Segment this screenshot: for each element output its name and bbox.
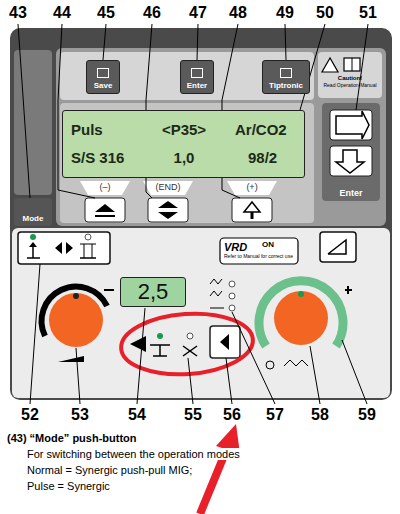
callout-number: 51: [358, 4, 378, 22]
description-text: Normal = Synergic push-pull MIG;: [26, 464, 193, 476]
display-value: 2,5: [138, 279, 169, 305]
callout-number: 48: [228, 4, 248, 22]
push-button: Save: [86, 60, 120, 94]
vrd-logo: VRD: [224, 241, 247, 253]
button-text: Enter: [339, 188, 362, 198]
callout-number: 54: [127, 406, 147, 424]
push-button: Enter: [322, 103, 380, 201]
button-text: Save: [94, 81, 113, 90]
callout-number: 47: [188, 4, 208, 22]
vrd-text: Refer to Manual for correct use: [224, 254, 293, 260]
description-text: Pulse = Synergic: [26, 480, 111, 492]
callout-number: 59: [357, 406, 377, 424]
callout-number: 45: [96, 4, 116, 22]
button-text: Tiptronic: [269, 81, 303, 90]
warning-text: Caution!: [338, 75, 362, 82]
callout-number: 56: [222, 406, 242, 424]
key-hint: (END): [156, 183, 181, 193]
callout-number: 46: [142, 4, 162, 22]
description-text: For switching between the operation mode…: [26, 448, 241, 460]
value-display: 2,5: [120, 277, 186, 307]
button-icon: [97, 68, 109, 78]
key-hint: (–): [100, 183, 111, 193]
callout-number: 43: [8, 4, 28, 22]
button-text: Mode: [23, 214, 44, 223]
lcd-text: S/S 316: [71, 149, 124, 166]
warning-text: Read Operation Manual: [323, 83, 376, 89]
callout-number: 58: [310, 406, 330, 424]
push-button: Mode: [15, 198, 51, 226]
callout-number: 50: [315, 4, 335, 22]
callout-number: 53: [70, 406, 90, 424]
callout-number: 57: [265, 406, 285, 424]
vrd-text: ON: [262, 241, 274, 250]
callout-number: 44: [52, 4, 72, 22]
lcd-display: PulsS/S 316 <P35> 1,0 Ar/CO2 98/2: [62, 110, 305, 178]
description-text: (43) “Mode” push-button: [6, 432, 138, 444]
push-button: Tiptronic: [262, 60, 310, 94]
lcd-text: Puls: [71, 121, 103, 138]
callout-number: 55: [183, 406, 203, 424]
button-icon: [191, 68, 203, 78]
push-button: Enter: [180, 60, 214, 94]
button-text: Enter: [187, 81, 207, 90]
button-icon: [280, 68, 292, 78]
callout-number: 52: [20, 406, 40, 424]
lcd-text: 98/2: [248, 149, 277, 166]
callout-number: 49: [275, 4, 295, 22]
lcd-text: Ar/CO2: [235, 121, 287, 138]
lcd-text: 1,0: [174, 149, 195, 166]
key-hint: (+): [246, 183, 257, 193]
lcd-text: <P35>: [162, 121, 206, 138]
